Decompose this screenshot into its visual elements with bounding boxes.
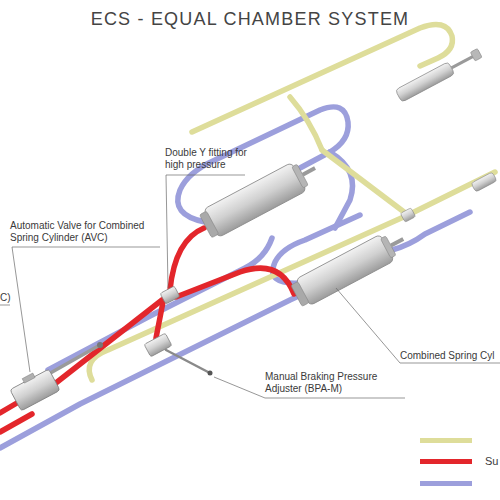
red-pipe [170,228,204,290]
part-label: Manual Braking Pressure Adjuster (BPA-M) [265,371,405,395]
red-pipes [0,228,294,432]
double-y-fitting [160,286,180,304]
leader-line [12,247,160,372]
adjuster-rod [166,350,208,372]
red-pipe [0,414,32,432]
combined-spring-cylinder [289,226,410,309]
yellow-pipe [192,24,452,132]
valve-cap [22,373,35,383]
brake-cylinder [395,47,483,103]
fitting-body [471,172,497,192]
red-pipe [156,302,163,338]
brake-fitting [471,172,497,192]
fitting-body [160,286,180,304]
cylinder-rod [451,55,474,69]
pipe-network [0,24,495,448]
lever-knob [97,342,103,348]
tee-fitting [400,208,415,222]
legend-swatch [420,459,472,464]
leader-line [336,288,500,363]
avc-valve [8,342,103,411]
adjuster-body [144,333,172,357]
legend-swatch [420,481,472,486]
fitting-body [400,208,415,222]
bpa-m-adjuster [144,333,212,375]
legend-text: Su [485,455,498,467]
cylinder-flange [292,164,309,188]
cylinder-rod [302,166,316,176]
diagram-title: ECS - EQUAL CHAMBER SYSTEM [0,9,500,30]
cylinder-body [296,234,395,306]
cylinder-body [395,62,455,103]
part-label: C) [0,292,11,304]
leader-line [0,305,10,306]
blue-pipes [0,107,470,448]
valve-body [10,369,60,411]
yellow-pipes [89,24,495,380]
leader-lines [0,175,500,398]
legend-swatch [420,438,472,443]
rod-end [470,48,482,61]
part-label: Combined Spring Cyl [400,350,495,362]
blue-pipe [48,238,272,370]
cylinder-flange [199,211,218,238]
cylinder-body [203,162,306,237]
cylinder-flange [380,236,396,258]
adjuster-knob [208,371,213,376]
cylinder-flange [291,281,309,306]
part-label: Double Y fitting for high pressure [165,147,247,171]
yellow-pipe [290,97,322,150]
red-pipe [52,300,162,386]
leader-line [166,175,245,288]
red-pipe [176,268,294,297]
yellow-pipe [322,150,408,215]
cylinder-rod [390,237,404,247]
yellow-pipe [89,172,495,380]
part-label: Automatic Valve for Combined Spring Cyli… [10,220,170,244]
blue-pipe [0,282,322,448]
